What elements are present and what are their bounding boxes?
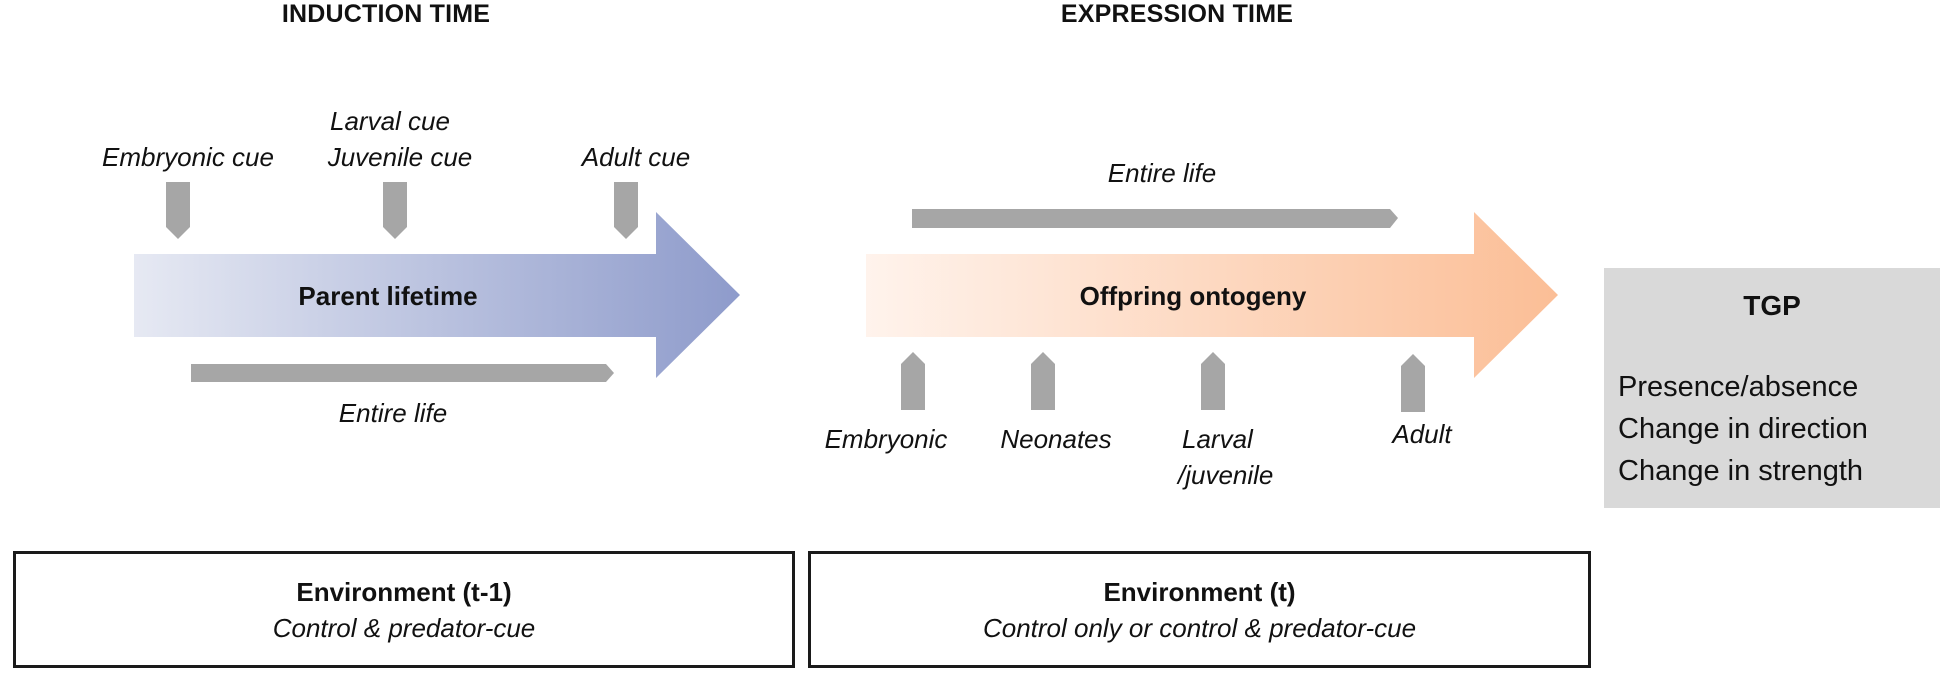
neonates-stage-label: Neonates [1000,424,1112,454]
embryonic-cue-label: Embryonic cue [102,142,274,172]
larval-stage-label: Larval [1182,424,1253,454]
adult-cue-marker [614,182,638,239]
tgp-box: TGP Presence/absence Change in direction… [1604,268,1940,508]
parent-entire-life-label: Entire life [338,398,448,428]
environment-t-title: Environment (t) [1103,576,1296,607]
tgp-item-presence: Presence/absence [1618,371,1859,403]
parent-entire-life-bar [191,364,614,382]
adult-cue-label: Adult cue [581,142,691,172]
adult-stage-marker [1401,354,1425,412]
expression-time-header: EXPRESSION TIME [1060,0,1294,28]
larval-stage-marker [1201,352,1225,410]
parent-lifetime-arrow [134,212,740,378]
environment-t-subtitle: Control only or control & predator-cue [982,612,1417,643]
embryonic-stage-marker-shape [901,352,925,410]
juvenile-cue-label: Juvenile cue [327,142,473,172]
offspring-ontogeny-label: Offpring ontogeny [1079,281,1307,311]
embryonic-cue-marker [166,182,190,239]
larval-juvenile-cue-marker [383,182,407,239]
tgp-item-direction: Change in direction [1618,413,1868,445]
offspring-entire-life-bar [912,209,1398,228]
offspring-entire-life-label: Entire life [1107,158,1217,188]
tgp-item-strength: Change in strength [1618,455,1864,487]
embryonic-stage-label: Embryonic [824,424,948,454]
environment-t-minus-1-title: Environment (t-1) [296,576,512,607]
juvenile-stage-label: /juvenile [1178,460,1274,490]
environment-t-box: Environment (t) Control only or control … [808,551,1591,668]
environment-t-minus-1-subtitle: Control & predator-cue [272,612,536,643]
larval-cue-label: Larval cue [330,106,450,136]
environment-t-minus-1-box: Environment (t-1) Control & predator-cue [13,551,795,668]
parent-lifetime-label: Parent lifetime [298,281,478,311]
induction-time-header: INDUCTION TIME [281,0,491,28]
offspring-ontogeny-arrow [866,212,1558,378]
adult-stage-label: Adult [1392,419,1452,449]
tgp-title: TGP [1743,290,1801,321]
neonates-stage-marker [1031,352,1055,410]
